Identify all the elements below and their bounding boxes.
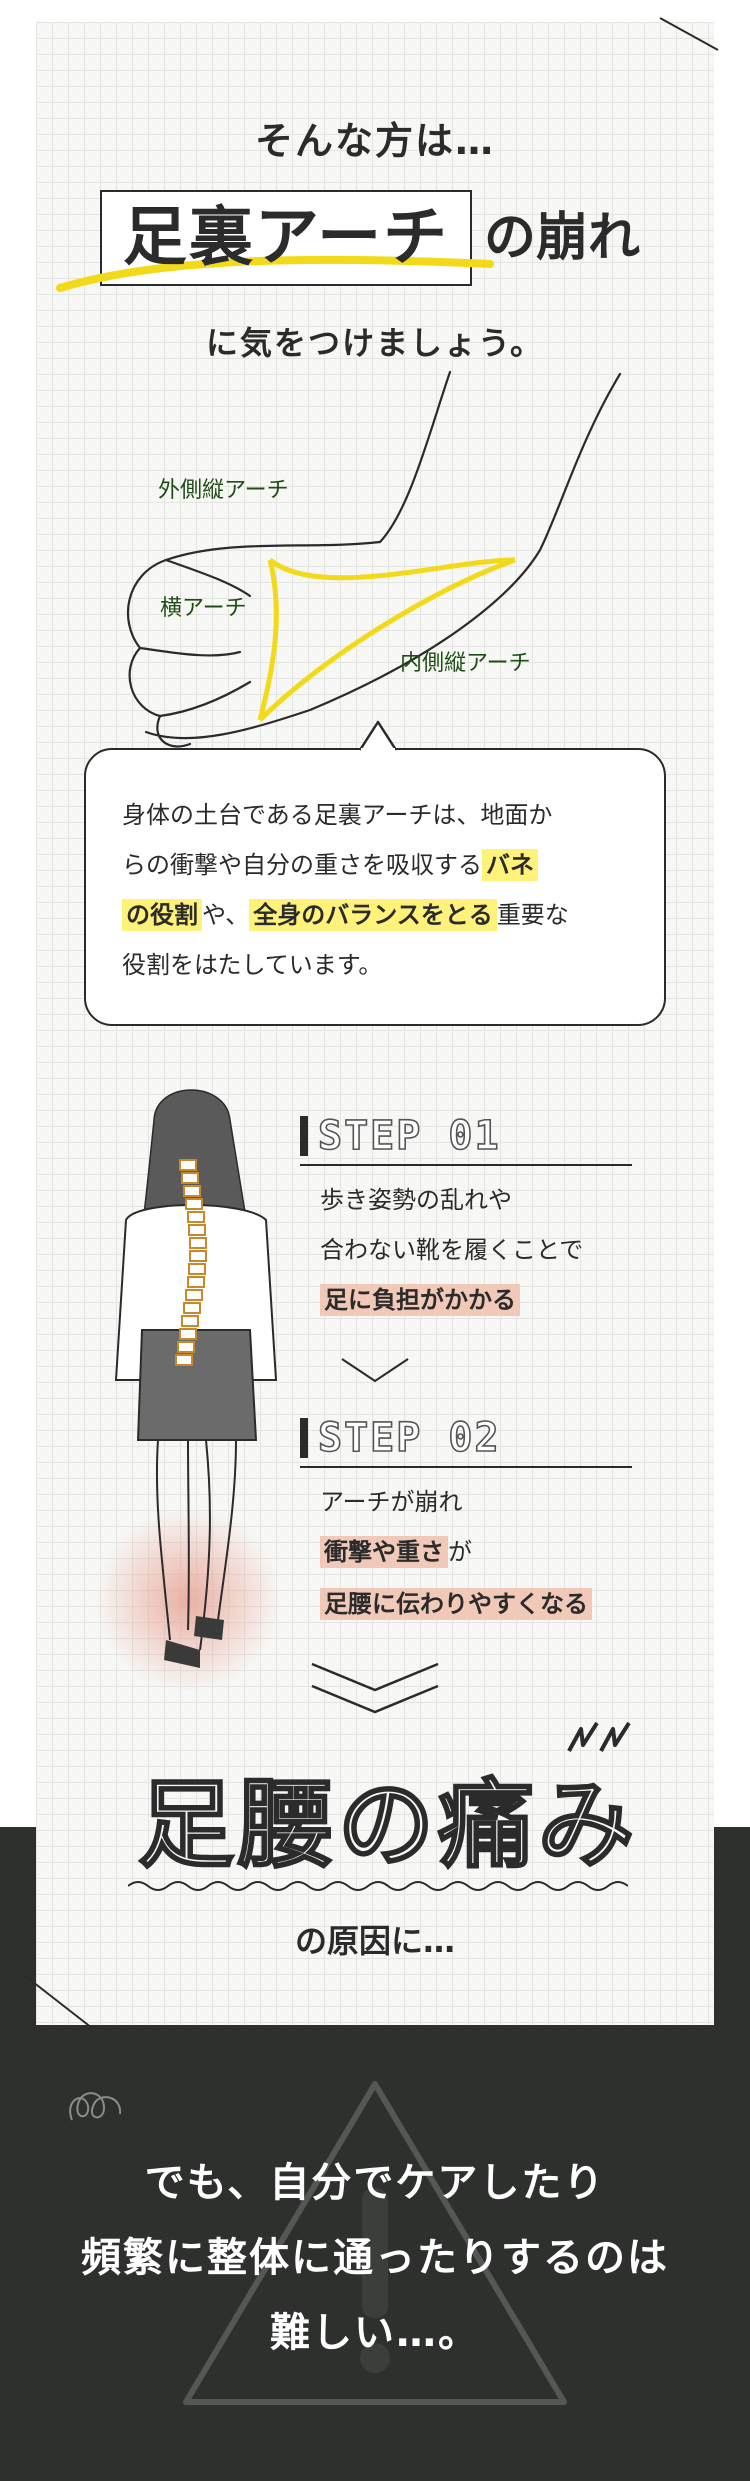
step-2-highlight: 衝撃や重さ — [320, 1536, 448, 1568]
speech-pointer-icon — [358, 720, 398, 752]
highlight-role: の役割 — [122, 899, 202, 931]
hero-intro: そんな方は… — [254, 119, 495, 163]
yellow-swoosh-icon — [56, 255, 494, 292]
woman-illustration — [96, 1089, 280, 1692]
step-1-line-3: 足に負担がかかる — [320, 1280, 520, 1320]
step-1-rule — [300, 1164, 632, 1166]
wavy-underline — [128, 1881, 628, 1891]
hero-title-suffix: の崩れ — [484, 208, 641, 268]
description-line-3: の役割や、全身のバランスをとる重要な — [122, 890, 569, 940]
result-title: 足腰の痛み — [137, 1769, 638, 1882]
step-2-line-2: 衝撃や重さが — [320, 1532, 472, 1572]
step-1-line-1: 歩き姿勢の乱れや — [320, 1186, 512, 1214]
description-box — [84, 748, 666, 1026]
step-2-line-1: アーチが崩れ — [320, 1488, 463, 1516]
zigzag-lightning-icon — [567, 1721, 631, 1752]
description-line-1: 身体の土台である足裏アーチは、地面か — [122, 801, 553, 829]
description-line-4: 役割をはたしています。 — [122, 951, 383, 979]
closing-line-2: 頻繁に整体に通ったりするのは — [81, 2235, 669, 2281]
double-chevron-down-icon — [311, 1662, 439, 1714]
step-2-rule — [300, 1466, 632, 1468]
hero-subtitle: に気をつけましょう。 — [205, 324, 545, 362]
transverse-arch-label: 横アーチ — [160, 596, 247, 621]
outer-arch-label: 外側縦アーチ — [158, 478, 289, 503]
inner-arch-label: 内側縦アーチ — [400, 651, 531, 676]
step-2-bar — [300, 1418, 308, 1458]
chevron-down-icon — [341, 1358, 409, 1383]
description-text: 重要な — [496, 901, 569, 929]
step-2-text: が — [448, 1538, 472, 1566]
result-subtitle: の原因に… — [294, 1922, 455, 1960]
step-2-heading: STEP 02 — [317, 1415, 501, 1461]
closing-line-1: でも、自分でケアしたり — [144, 2160, 606, 2206]
warning-triangle-icon — [183, 2081, 567, 2405]
step-2-highlight: 足腰に伝わりやすくなる — [320, 1588, 592, 1620]
step-2-line-3: 足腰に伝わりやすくなる — [320, 1584, 592, 1624]
description-text: や、 — [202, 901, 250, 929]
highlight-balance: 全身のバランスをとる — [249, 899, 497, 931]
step-1-heading: STEP 01 — [317, 1113, 501, 1159]
scribble-icon — [69, 2092, 122, 2121]
foot-arch-illustration — [126, 370, 622, 748]
hero-title: 足裏アーチ — [122, 201, 450, 275]
description-line-2: らの衝撃や自分の重さを吸収するバネ — [122, 840, 538, 890]
step-1-line-2: 合わない靴を履くことで — [320, 1236, 584, 1264]
highlight-spring: バネ — [482, 849, 538, 881]
step-1-bar — [300, 1116, 308, 1156]
description-text: らの衝撃や自分の重さを吸収する — [122, 851, 482, 879]
closing-line-3: 難しい…。 — [270, 2310, 480, 2356]
step-1-highlight: 足に負担がかかる — [320, 1284, 520, 1316]
